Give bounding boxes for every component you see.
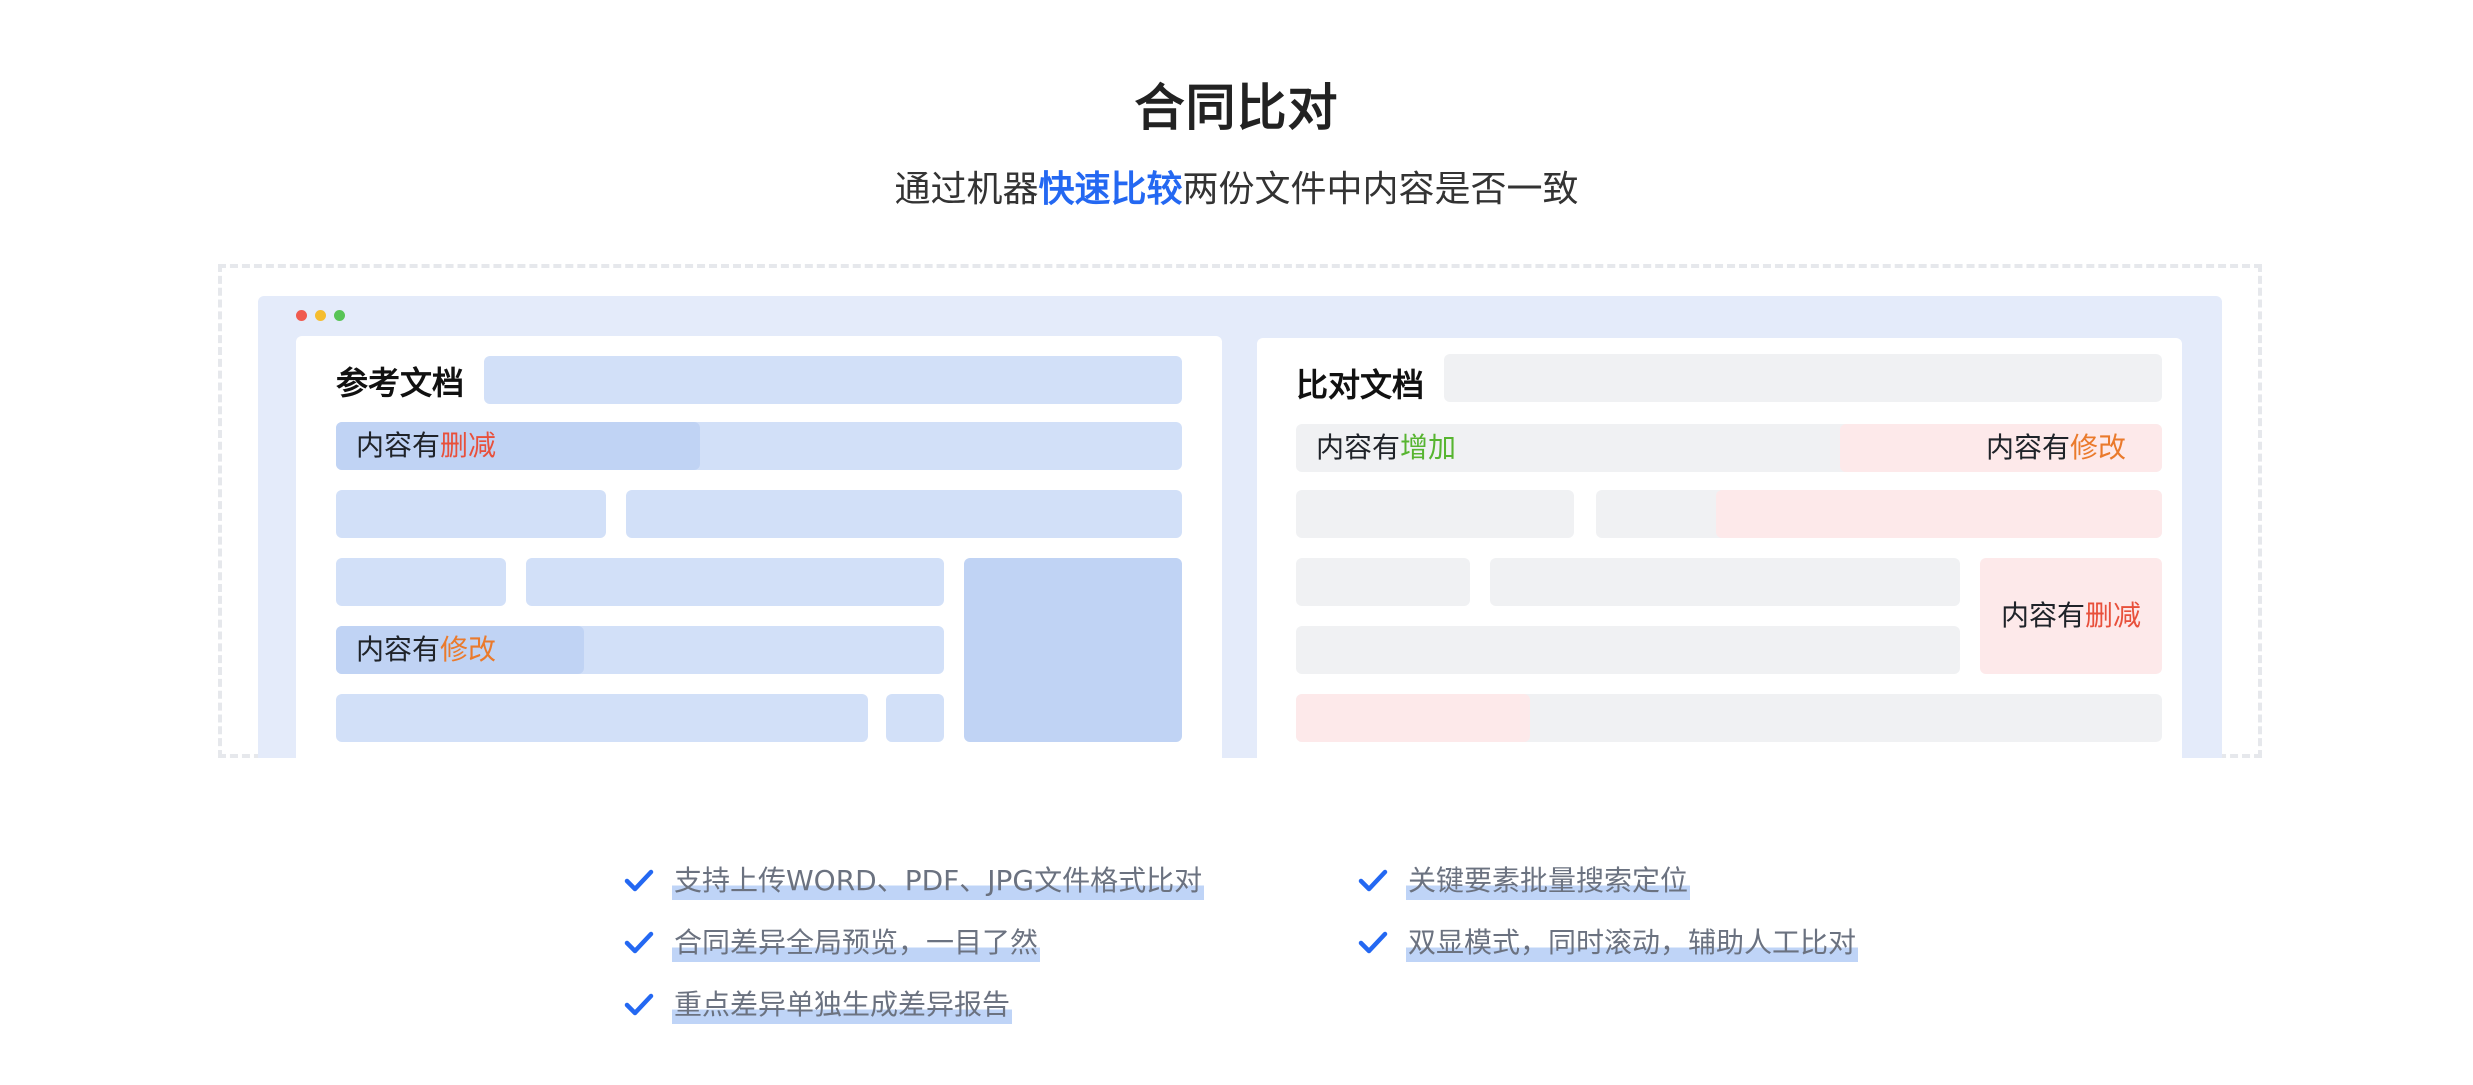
compared-deleted-highlight [1296,694,1530,742]
label-prefix: 内容有 [1316,431,1401,464]
reference-line [626,490,1182,538]
feature-item: 重点差异单独生成差异报告 [672,986,1013,1024]
label-keyword-modified: 修改 [2070,431,2127,464]
reference-line [526,558,944,606]
label-prefix: 内容有 [356,429,441,462]
label-keyword-added: 增加 [1400,431,1457,464]
compared-title-placeholder [1444,354,2162,402]
compared-deleted-label: 内容有删减 [1980,592,2162,640]
label-prefix: 内容有 [356,633,441,666]
reference-modified-highlight [336,626,584,674]
check-icon [624,869,654,892]
reference-deleted-label: 内容有删减 [356,422,496,470]
compared-line [1296,490,1574,538]
compared-added-label: 内容有增加 [1316,424,1456,472]
compared-modified-highlight [1840,424,2162,472]
subtitle-text-after: 两份文件中内容是否一致 [1182,169,1579,210]
subtitle-highlight: 快速比较 [1038,169,1183,210]
subtitle-text-before: 通过机器 [894,169,1039,210]
label-keyword-modified: 修改 [440,633,497,666]
page-subtitle: 通过机器快速比较两份文件中内容是否一致 [0,160,2473,212]
window-maximize-dot [334,310,345,321]
compared-document-heading: 比对文档 [1296,366,1425,404]
label-prefix: 内容有 [1986,431,2071,464]
compared-deleted-block [1980,558,2162,674]
check-icon [1358,869,1388,892]
check-icon [624,931,654,954]
feature-item: 合同差异全局预览，一目了然 [672,924,1041,962]
check-icon [624,993,654,1016]
page-title: 合同比对 [1134,79,1339,137]
compared-line [1296,558,1470,606]
reference-image-block [964,558,1182,742]
window-close-dot [296,310,307,321]
reference-modified-label: 内容有修改 [356,626,496,674]
reference-document-heading: 参考文档 [336,364,465,402]
label-keyword-deleted: 删减 [2085,599,2142,632]
feature-item: 关键要素批量搜索定位 [1406,862,1691,900]
window-minimize-dot [315,310,326,321]
feature-item: 支持上传WORD、PDF、JPG文件格式比对 [672,862,1205,900]
compared-modified-highlight [1716,490,2162,538]
reference-line [336,490,606,538]
reference-line [336,558,506,606]
compared-line [1490,558,1960,606]
label-keyword-deleted: 删减 [440,429,497,462]
reference-line [886,694,944,742]
compared-line [1296,626,1960,674]
compared-modified-label: 内容有修改 [1986,424,2126,472]
reference-line [336,694,868,742]
check-icon [1358,931,1388,954]
compared-document-panel [1257,338,2182,762]
reference-deleted-highlight [336,422,700,470]
feature-item: 双显模式，同时滚动，辅助人工比对 [1406,924,1859,962]
label-prefix: 内容有 [2000,599,2085,632]
reference-title-placeholder [484,356,1182,404]
